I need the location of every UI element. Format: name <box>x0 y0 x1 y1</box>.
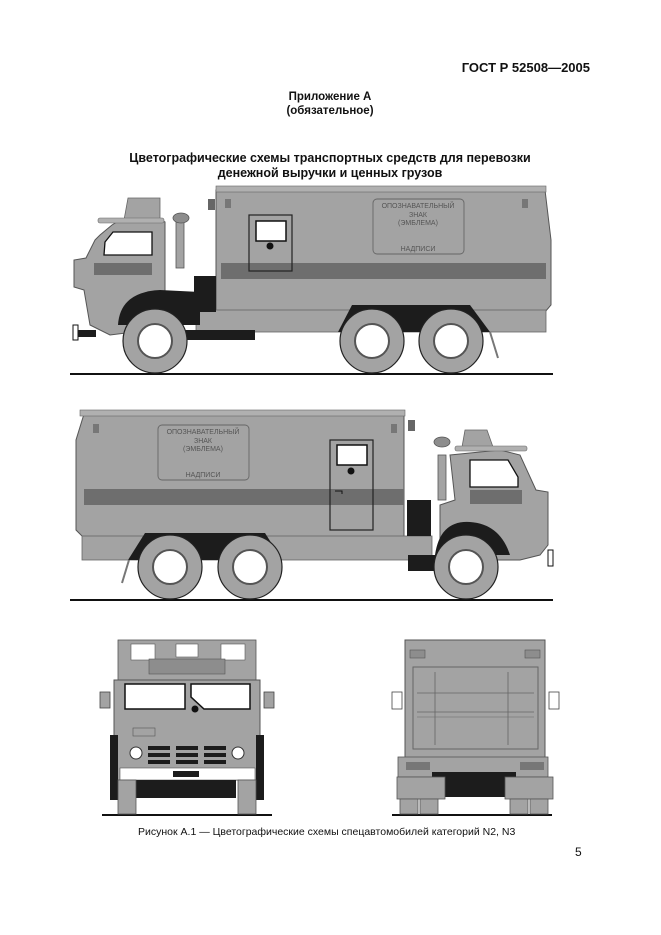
standard-id: ГОСТ Р 52508—2005 <box>461 60 590 75</box>
svg-text:ОПОЗНАВАТЕЛЬНЫЙ: ОПОЗНАВАТЕЛЬНЫЙ <box>167 427 240 436</box>
section-title-line2: денежной выручки и ценных грузов <box>217 166 443 180</box>
page-number: 5 <box>575 845 582 859</box>
figure-caption: Рисунок А.1 — Цветографические схемы спе… <box>138 826 516 838</box>
section-title-line1: Цветографические схемы транспортных сред… <box>129 151 531 165</box>
section-title: Цветографические схемы транспортных сред… <box>100 151 560 181</box>
rear-view-drawing <box>391 639 560 816</box>
annex-title: Приложение А <box>288 91 372 103</box>
svg-text:НАДПИСИ: НАДПИСИ <box>401 246 436 253</box>
left-side-view-drawing: ОПОЗНАВАТЕЛЬНЫЙ ЗНАК (ЭМБЛЕМА) НАДПИСИ <box>70 185 553 375</box>
right-side-view-drawing: ОПОЗНАВАТЕЛЬНЫЙ ЗНАК (ЭМБЛЕМА) НАДПИСИ <box>70 409 554 601</box>
front-view-drawing <box>99 639 275 816</box>
emblem-line1: ОПОЗНАВАТЕЛЬНЫЙ <box>382 201 455 210</box>
annex-status: (обязательное) <box>286 105 374 117</box>
svg-text:НАДПИСИ: НАДПИСИ <box>186 472 221 479</box>
annex-heading: Приложение А (обязательное) <box>180 90 480 118</box>
svg-text:ЗНАК: ЗНАК <box>409 212 428 219</box>
svg-text:(ЭМБЛЕМА): (ЭМБЛЕМА) <box>398 220 438 227</box>
svg-text:ЗНАК: ЗНАК <box>194 438 213 445</box>
svg-text:(ЭМБЛЕМА): (ЭМБЛЕМА) <box>183 446 223 453</box>
